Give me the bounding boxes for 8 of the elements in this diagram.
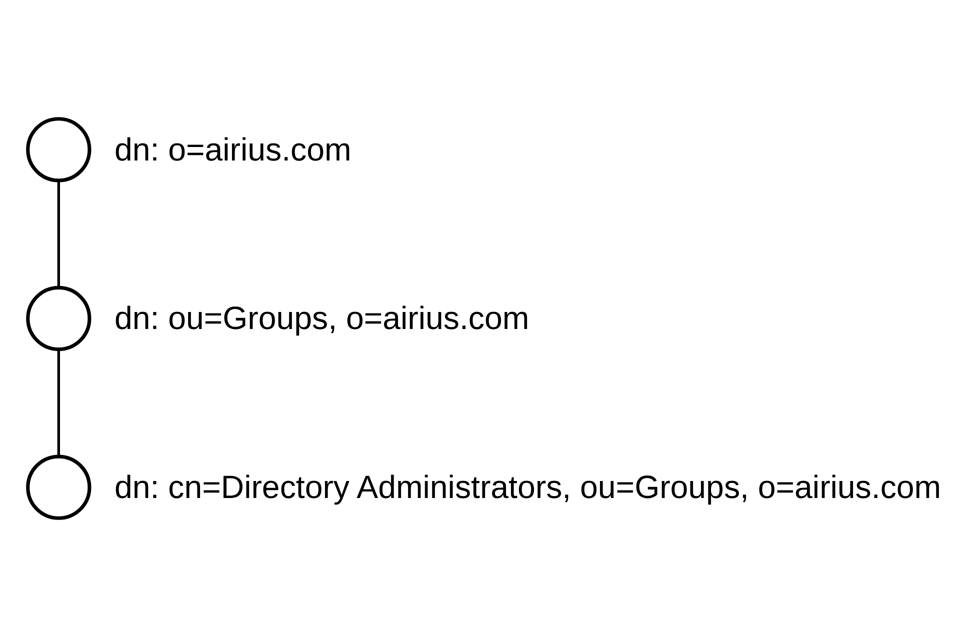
circle-node <box>26 117 92 182</box>
node-caption: dn: ou=Groups, o=airius.com <box>114 300 530 336</box>
connector-line <box>57 180 60 288</box>
node-caption: dn: o=airius.com <box>114 131 352 168</box>
connector-line <box>57 349 60 457</box>
circle-node <box>26 454 92 520</box>
circle-node <box>26 286 92 352</box>
node-caption: dn: cn=Directory Administrators, ou=Groups, o=airius.com <box>114 469 942 506</box>
